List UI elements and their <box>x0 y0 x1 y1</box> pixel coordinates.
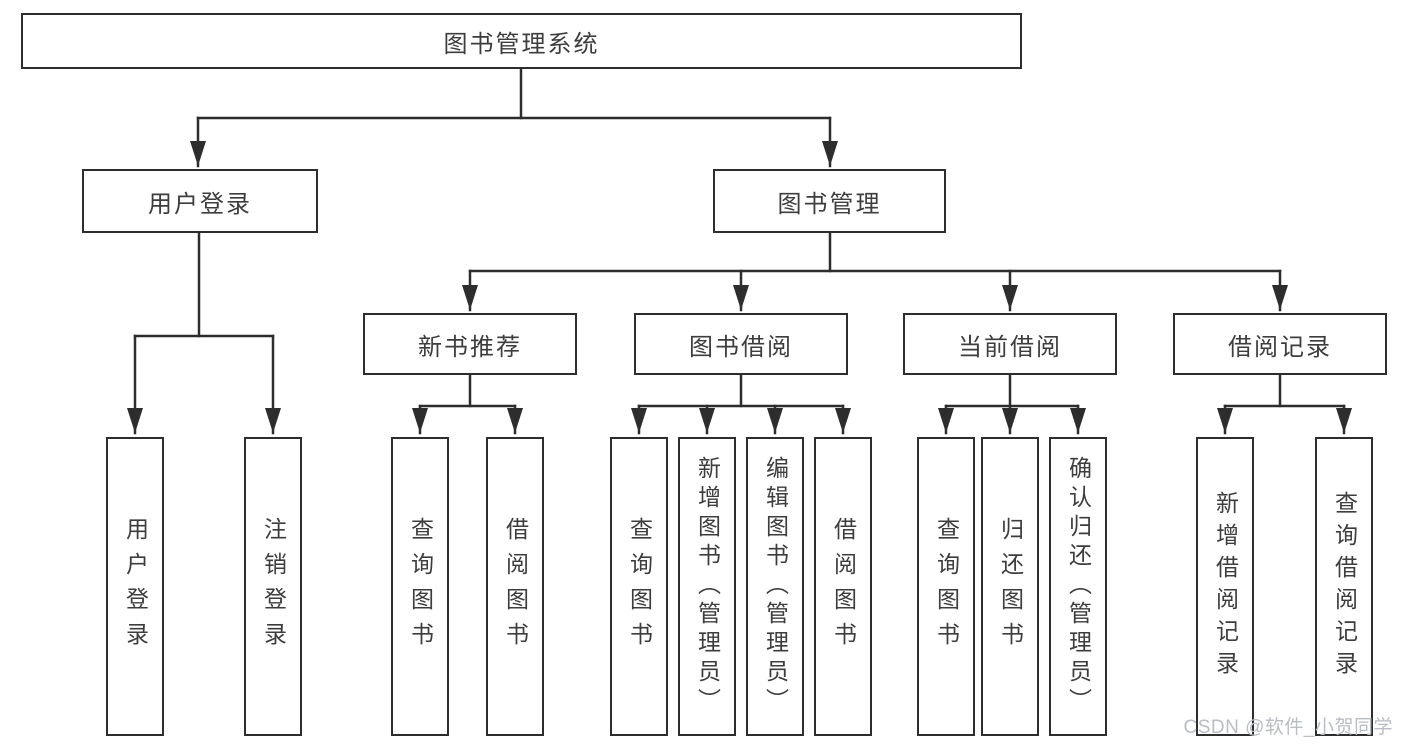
leaf-query-borrow-record: 查询借阅记录 <box>1315 437 1373 736</box>
leaf-return-books-label: 归还图书 <box>997 516 1024 657</box>
leaf-query-borrow-record-label: 查询借阅记录 <box>1331 490 1358 683</box>
leaf-return-books: 归还图书 <box>981 437 1039 736</box>
connector-new-book-recommend-children <box>412 373 523 435</box>
leaf-query-books-1: 查询图书 <box>391 437 449 736</box>
leaf-edit-books-admin-label: 编辑图书（管理员） <box>762 456 789 717</box>
leaf-logout: 注销登录 <box>244 437 302 736</box>
leaf-borrow-books-1: 借阅图书 <box>486 437 544 736</box>
node-user-login-label: 用户登录 <box>148 190 252 218</box>
leaf-borrow-books-2-label: 借阅图书 <box>830 516 857 657</box>
node-book-management: 图书管理 <box>713 169 946 233</box>
connector-borrow-records-children <box>1217 373 1352 435</box>
connector-root-to-level2 <box>190 67 838 168</box>
leaf-add-borrow-record: 新增借阅记录 <box>1196 437 1254 736</box>
leaf-add-borrow-record-label: 新增借阅记录 <box>1212 490 1239 683</box>
node-root-label: 图书管理系统 <box>443 30 600 58</box>
node-book-borrow-label: 图书借阅 <box>689 333 793 361</box>
leaf-user-login: 用户登录 <box>106 437 164 736</box>
node-new-book-recommend-label: 新书推荐 <box>418 333 522 361</box>
leaf-add-books-admin: 新增图书（管理员） <box>678 437 736 736</box>
node-borrow-records: 借阅记录 <box>1173 313 1387 375</box>
connector-book-management-children <box>462 231 1288 312</box>
watermark: CSDN @软件_小贺同学 <box>1183 717 1393 738</box>
connector-user-login-children <box>127 231 281 435</box>
leaf-edit-books-admin: 编辑图书（管理员） <box>746 437 804 736</box>
node-book-borrow: 图书借阅 <box>634 313 848 375</box>
leaf-borrow-books-2: 借阅图书 <box>814 437 872 736</box>
leaf-user-login-label: 用户登录 <box>122 516 149 657</box>
node-borrow-records-label: 借阅记录 <box>1228 333 1332 361</box>
leaf-query-books-3: 查询图书 <box>917 437 975 736</box>
leaf-query-books-2: 查询图书 <box>610 437 668 736</box>
leaf-add-books-admin-label: 新增图书（管理员） <box>694 456 721 717</box>
connector-current-borrow-children <box>938 373 1086 435</box>
leaf-query-books-1-label: 查询图书 <box>407 516 434 657</box>
leaf-confirm-return-admin: 确认归还（管理员） <box>1049 437 1107 736</box>
leaf-borrow-books-1-label: 借阅图书 <box>502 516 529 657</box>
node-new-book-recommend: 新书推荐 <box>363 313 577 375</box>
leaf-logout-label: 注销登录 <box>260 516 287 657</box>
node-user-login: 用户登录 <box>82 169 318 233</box>
node-current-borrow: 当前借阅 <box>903 313 1117 375</box>
leaf-query-books-2-label: 查询图书 <box>626 516 653 657</box>
leaf-confirm-return-admin-label: 确认归还（管理员） <box>1065 456 1092 717</box>
leaf-query-books-3-label: 查询图书 <box>933 516 960 657</box>
node-book-management-label: 图书管理 <box>777 190 882 218</box>
node-current-borrow-label: 当前借阅 <box>958 333 1062 361</box>
node-root: 图书管理系统 <box>21 13 1022 69</box>
connector-book-borrow-children <box>631 373 851 435</box>
